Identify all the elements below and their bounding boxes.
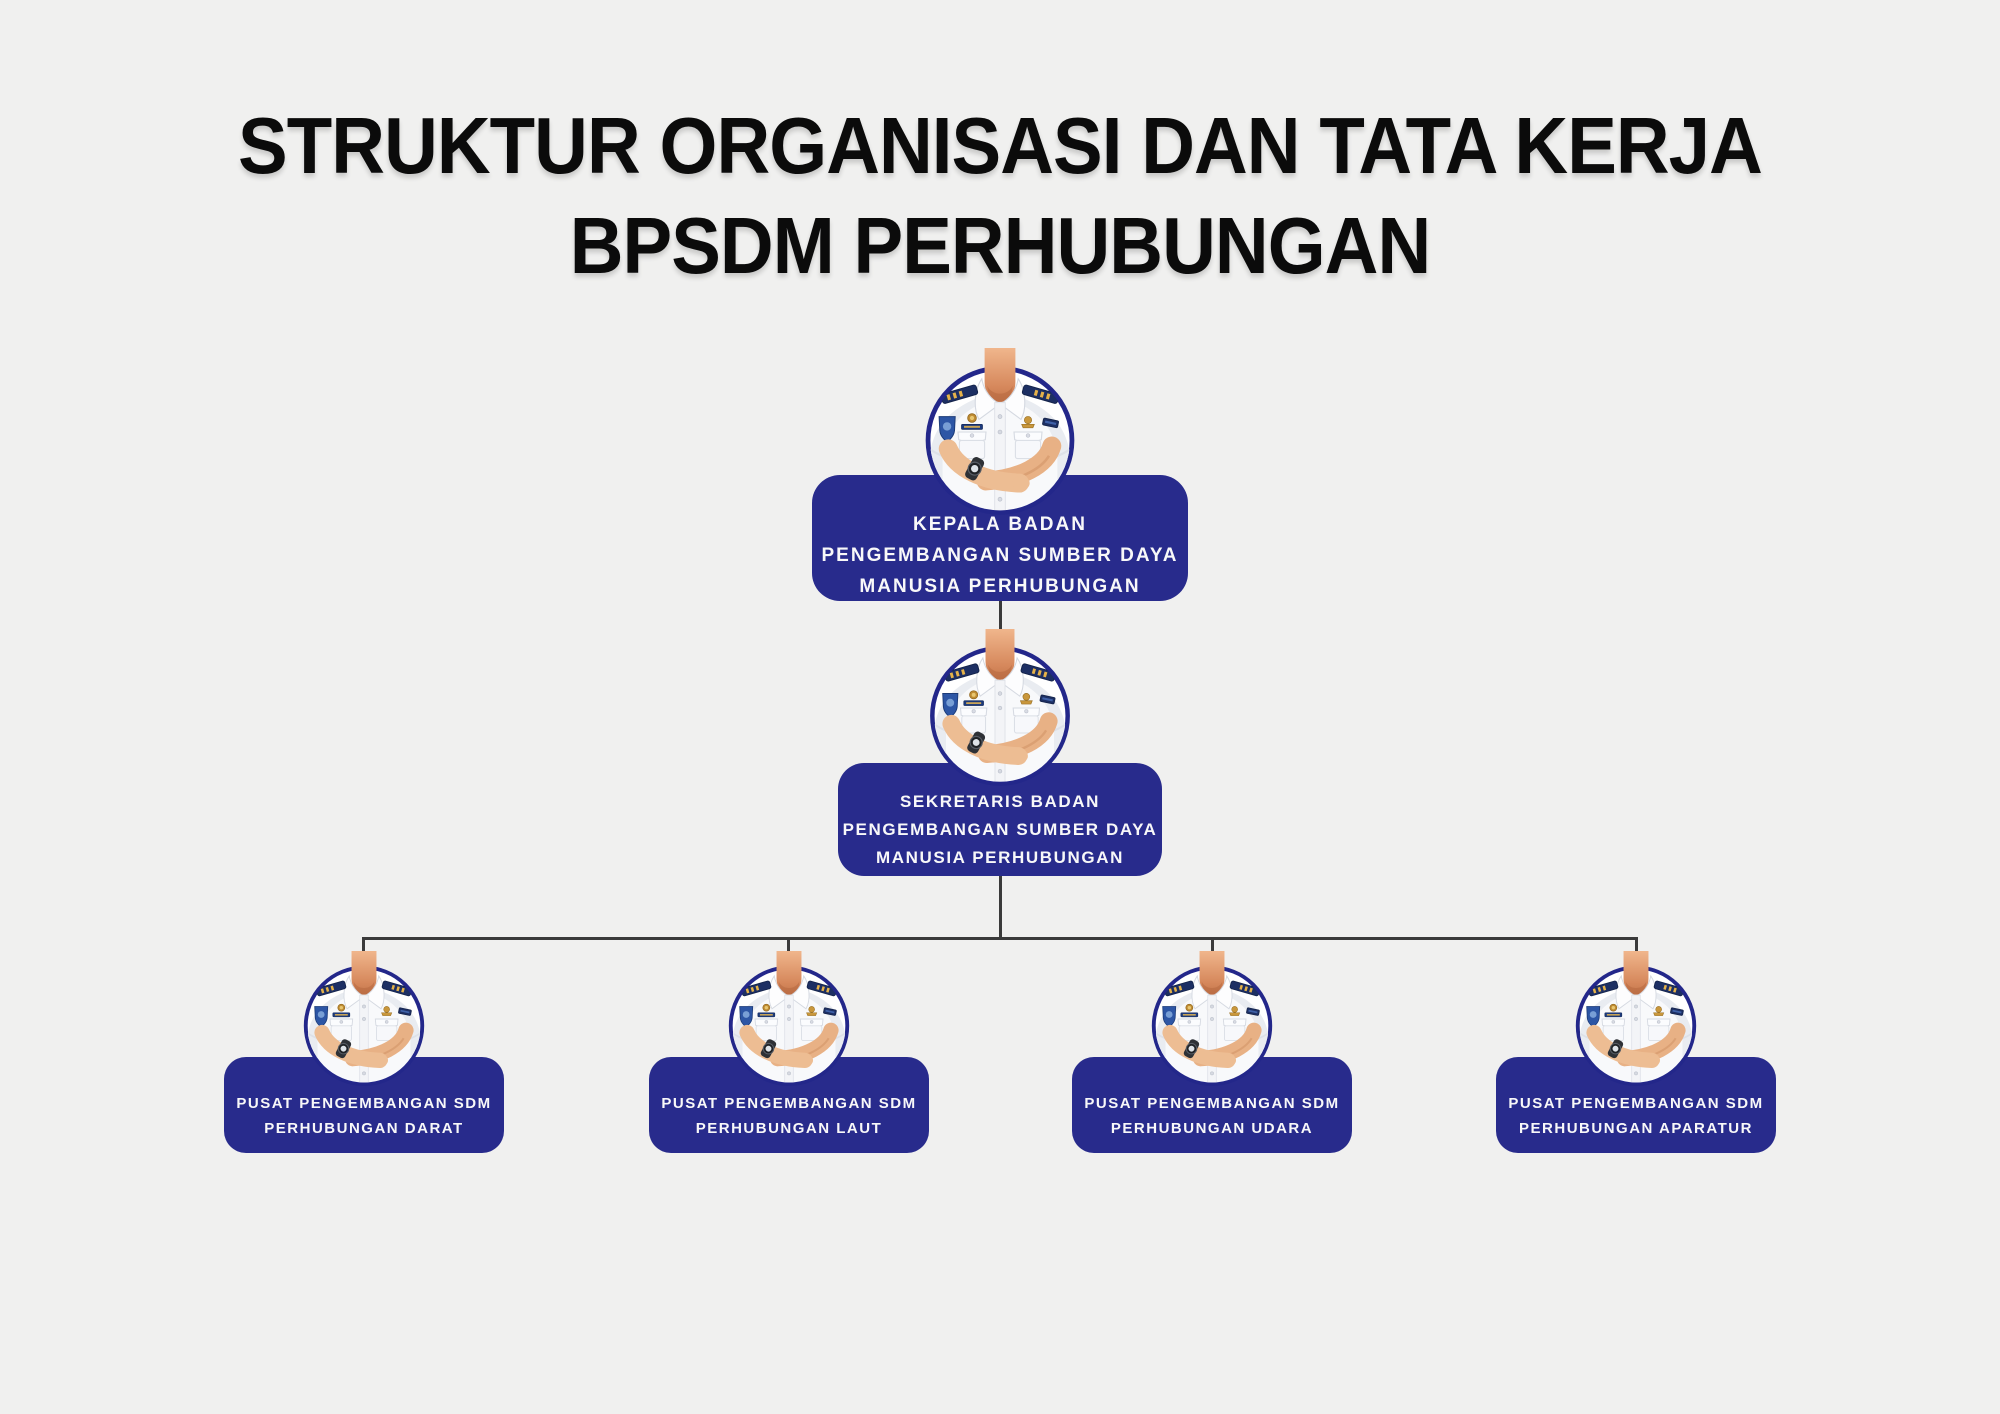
node-label-line: PUSAT PENGEMBANGAN SDM [236,1095,492,1112]
connector-kepala-sekretaris [998,598,1002,634]
connector-sekretaris-rail [998,874,1002,940]
node-sekretaris-badan: SEKRETARIS BADAN PENGEMBANGAN SUMBER DAY… [838,763,1162,876]
connector-drop-darat [362,937,365,955]
avatar-pusat-sdm-aparatur [1568,951,1704,1087]
node-label-line: PENGEMBANGAN SUMBER DAYA [821,545,1179,566]
uniformed-officer-avatar-icon [916,348,1084,516]
node-label-line: SEKRETARIS BADAN [899,792,1101,811]
connector-drop-laut [787,937,790,955]
node-label-line: MANUSIA PERHUBUNGAN [876,848,1124,867]
uniformed-officer-avatar-icon [296,951,432,1087]
page-title-line2: BPSDM PERHUBUNGAN [569,201,1431,290]
node-label-line: PERHUBUNGAN APARATUR [1519,1120,1753,1137]
avatar-pusat-sdm-udara [1144,951,1280,1087]
connector-rail [362,937,1637,940]
node-label-line: PUSAT PENGEMBANGAN SDM [1508,1095,1764,1112]
avatar-kepala-badan [916,348,1084,516]
connector-drop-aparatur [1635,937,1638,955]
node-label-line: PUSAT PENGEMBANGAN SDM [1084,1095,1340,1112]
uniformed-officer-avatar-icon [721,951,857,1087]
node-kepala-badan: KEPALA BADAN PENGEMBANGAN SUMBER DAYA MA… [812,475,1188,601]
node-label-line: PUSAT PENGEMBANGAN SDM [661,1095,917,1112]
connector-drop-udara [1210,937,1214,955]
node-label-line: MANUSIA PERHUBUNGAN [859,576,1141,597]
page-title: STRUKTUR ORGANISASI DAN TATA KERJA BPSDM… [70,96,1930,296]
node-label-line: KEPALA BADAN [913,514,1087,535]
uniformed-officer-avatar-icon [1568,951,1704,1087]
avatar-pusat-sdm-laut [721,951,857,1087]
node-label-line: PERHUBUNGAN DARAT [264,1120,464,1137]
uniformed-officer-avatar-icon [1144,951,1280,1087]
node-label-line: PENGEMBANGAN SUMBER DAYA [842,820,1158,839]
avatar-pusat-sdm-darat [296,951,432,1087]
page-title-line1: STRUKTUR ORGANISASI DAN TATA KERJA [238,101,1763,190]
uniformed-officer-avatar-icon [921,629,1079,787]
avatar-sekretaris-badan [921,629,1079,787]
node-label-line: PERHUBUNGAN UDARA [1110,1120,1314,1137]
node-label-line: PERHUBUNGAN LAUT [695,1120,883,1137]
